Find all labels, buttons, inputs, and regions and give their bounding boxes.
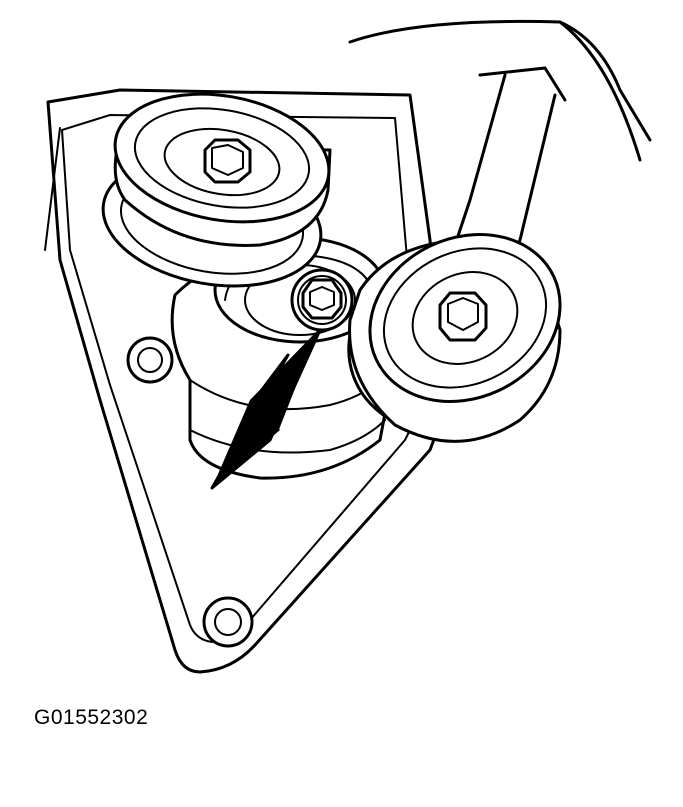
bracket-hole-lower — [202, 596, 254, 648]
pulley-bolt-icon — [438, 291, 488, 342]
diagram-drawing — [44, 19, 652, 674]
bolt-icon — [203, 138, 252, 184]
figure-id-label: G01552302 — [34, 706, 149, 729]
tensioner-center-bolt — [290, 268, 354, 332]
bracket-hole-upper — [126, 336, 174, 384]
arrow-icon — [210, 328, 322, 490]
belt-tensioner-diagram — [44, 19, 652, 674]
